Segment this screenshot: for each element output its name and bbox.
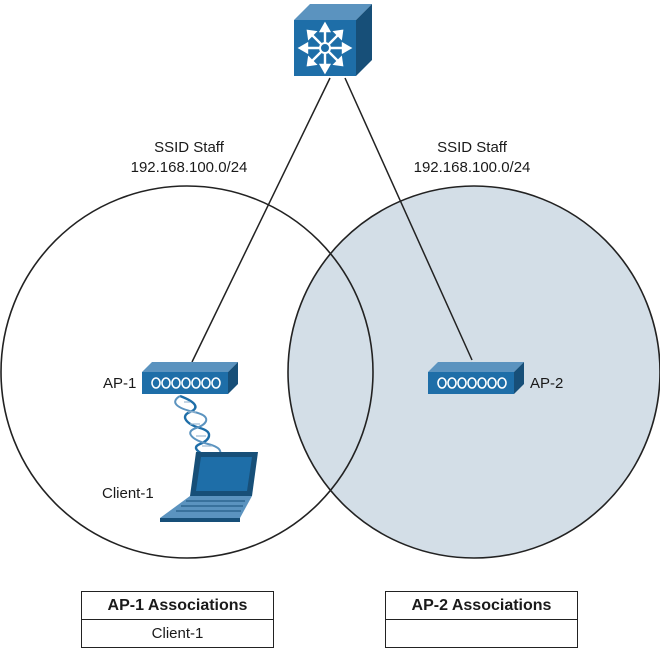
ap-1-associations-header: AP-1 Associations <box>81 591 274 620</box>
ap-2-label: AP-2 <box>530 375 564 392</box>
access-point-icon <box>142 362 238 394</box>
access-point-icon <box>428 362 524 394</box>
ap-2-subnet-label: 192.168.100.0/24 <box>413 159 531 176</box>
ap-1-ssid-label-block: SSID Staff 192.168.100.0/24 <box>89 138 289 178</box>
wireless-link-icon <box>174 394 222 462</box>
multilayer-switch-icon <box>294 4 372 76</box>
ap-2-ssid-label: SSID Staff <box>437 139 507 156</box>
ap-2-association-entry <box>385 619 578 648</box>
uplink-ap-2 <box>344 77 473 361</box>
ap-1-subnet-label: 192.168.100.0/24 <box>130 159 248 176</box>
ap-1-label: AP-1 <box>103 375 137 392</box>
ap-1-association-entry: Client-1 <box>81 619 274 648</box>
client-1-label: Client-1 <box>102 485 154 502</box>
laptop-icon <box>160 452 258 522</box>
uplink-ap-1 <box>191 77 331 363</box>
ap-1-coverage-cell <box>0 185 374 559</box>
ap-1-associations-table: AP-1 Associations Client-1 <box>81 591 274 648</box>
ap-2-ssid-label-block: SSID Staff 192.168.100.0/24 <box>372 138 572 178</box>
ap-2-associations-table: AP-2 Associations <box>385 591 578 648</box>
ap-1-ssid-label: SSID Staff <box>154 139 224 156</box>
ap-2-associations-header: AP-2 Associations <box>385 591 578 620</box>
